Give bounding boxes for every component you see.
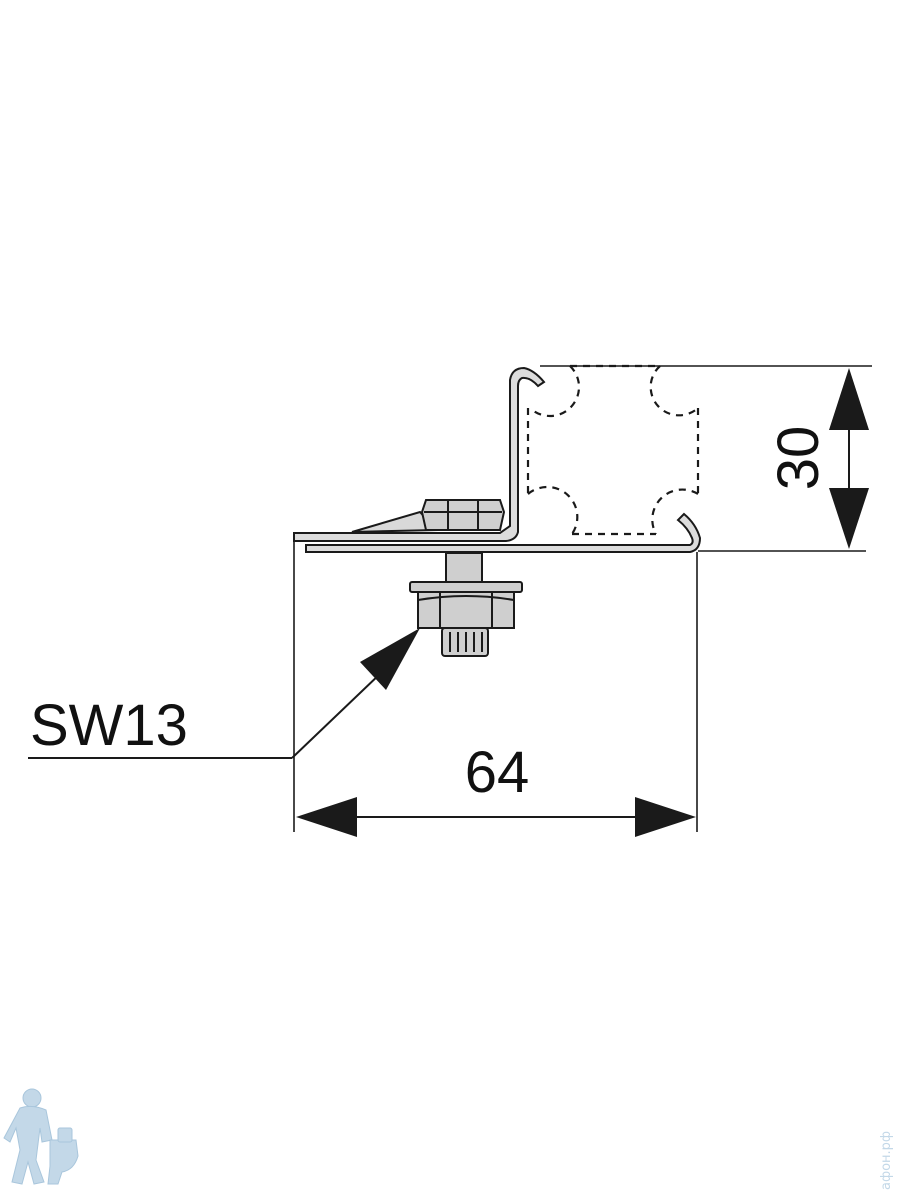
wrench-size-label: SW13 [30, 693, 188, 758]
top-hex-nut [420, 499, 506, 531]
width-dimension-label: 64 [465, 740, 530, 805]
plumber-logo-icon [3, 1088, 79, 1185]
leader-arrow-icon [360, 628, 420, 690]
arrow-up-icon [829, 368, 869, 430]
watermark-site-text: афон.рф [879, 1131, 894, 1190]
angle-bracket [293, 366, 702, 553]
dimension-width: 64 [296, 740, 696, 837]
arrow-right-icon [635, 797, 696, 837]
height-dimension-label: 30 [766, 426, 831, 491]
wrench-size-leader: SW13 [28, 628, 420, 759]
arrow-left-icon [296, 797, 357, 837]
strut-profile-dashed [526, 364, 700, 536]
arrow-down-icon [829, 488, 869, 549]
flange-nut [409, 581, 523, 629]
extension-lines [293, 365, 872, 832]
dimension-height: 30 [766, 368, 869, 549]
bolt [441, 552, 489, 657]
